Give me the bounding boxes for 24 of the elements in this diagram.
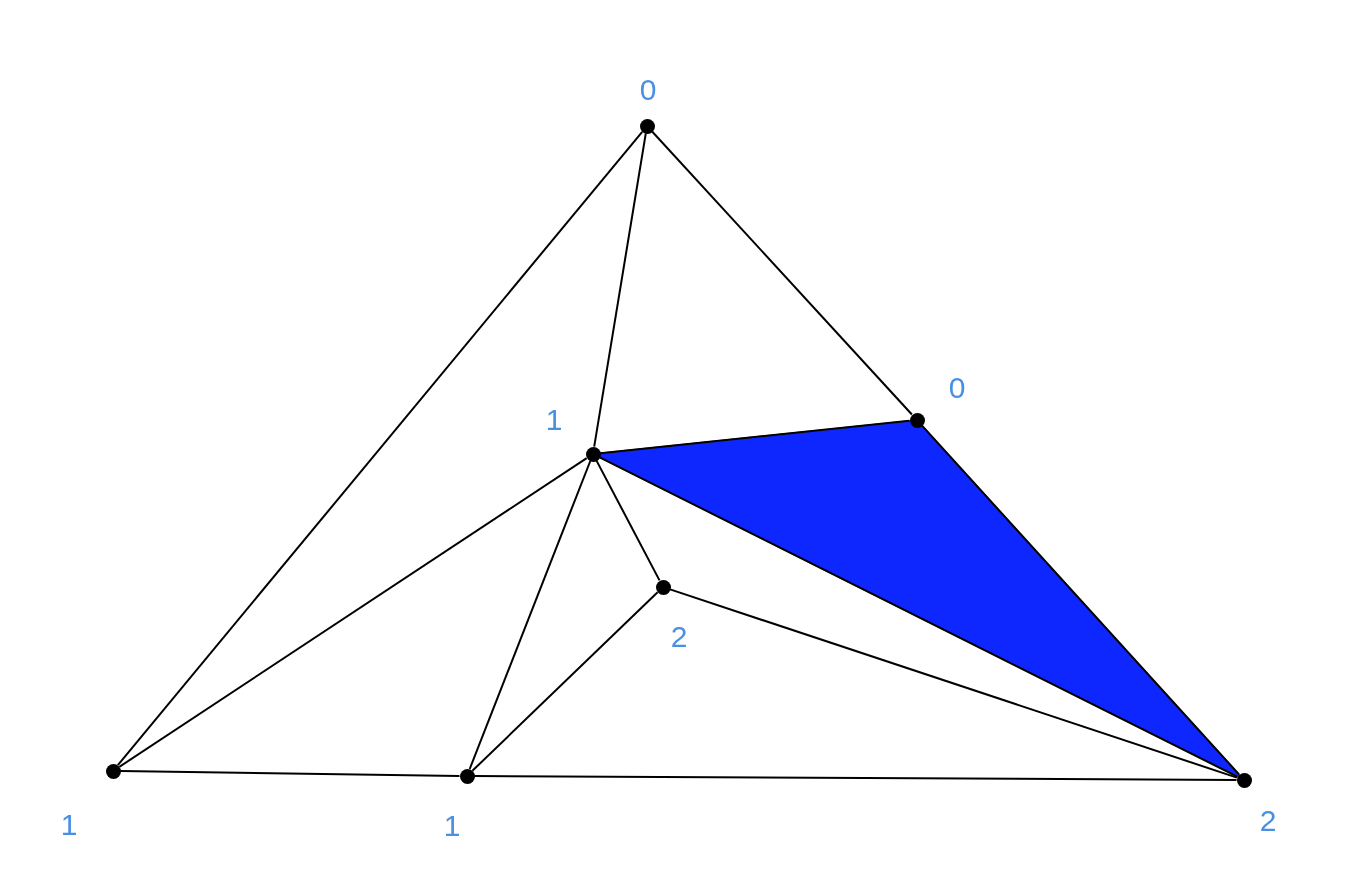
vertex-label: 1	[443, 811, 461, 841]
edge-line	[468, 460, 592, 770]
vertex-dot	[639, 118, 655, 134]
edge-line	[921, 424, 1240, 776]
vertex-label: 0	[639, 75, 657, 105]
vertex-label: 2	[670, 622, 688, 652]
vertex-dot	[655, 579, 671, 595]
edge-line	[595, 459, 661, 582]
edge-line	[119, 770, 461, 777]
edge-line	[593, 132, 647, 448]
vertex-dot	[459, 768, 475, 784]
edge-line	[599, 419, 911, 455]
vertex-dot	[585, 446, 601, 462]
vertex-label: 2	[1259, 806, 1277, 836]
edge-line	[116, 130, 644, 767]
edge-line	[118, 457, 588, 768]
vertex-label: 0	[948, 373, 966, 403]
vertex-label: 1	[60, 810, 78, 840]
edge-line	[471, 591, 659, 772]
edge-line	[473, 775, 1238, 781]
vertex-dot	[105, 763, 121, 779]
edge-line	[651, 130, 913, 416]
vertex-label: 1	[545, 405, 563, 435]
edge-line	[669, 588, 1238, 779]
